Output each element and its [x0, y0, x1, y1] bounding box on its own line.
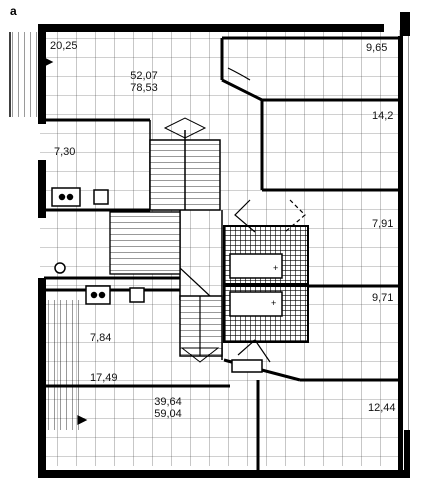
grid-floor [40, 30, 402, 466]
bathroom-lower: + [223, 285, 309, 343]
svg-text:+: + [271, 298, 276, 308]
room-total-area: 78,53 [130, 82, 158, 94]
room-area-label: 9,65 [366, 42, 388, 54]
room-area-label: 39,64 59,04 [138, 396, 198, 420]
balcony-top-left [9, 32, 40, 117]
kitchen-upper-fixtures [51, 187, 109, 274]
room-area-label: 17,49 [90, 372, 118, 384]
kitchen-lower-fixtures [85, 285, 145, 305]
staircase-upper [149, 117, 221, 211]
room-living-area: 39,64 [154, 396, 182, 408]
bathroom-upper: + [223, 225, 309, 285]
door-swings [43, 57, 306, 425]
room-area-label: 7,91 [372, 218, 394, 230]
room-area-label: 12,44 [368, 402, 396, 414]
room-area-label: 7,84 [90, 332, 112, 344]
room-total-area: 59,04 [154, 408, 182, 420]
room-area-label: 14,2 [372, 110, 394, 122]
room-area-label: 9,71 [372, 292, 394, 304]
balcony-bottom-left [44, 300, 80, 430]
balcony-right-strip [402, 34, 412, 434]
landing-diagonal [109, 211, 211, 297]
room-area-label: 52,07 78,53 [114, 70, 174, 94]
room-living-area: 52,07 [130, 70, 158, 82]
figure-letter: a [10, 4, 17, 18]
outer-walls [38, 12, 410, 478]
svg-text:+: + [273, 263, 278, 273]
room-area-label: 20,25 [50, 40, 78, 52]
staircase-lower [179, 295, 223, 363]
room-area-label: 7,30 [54, 146, 76, 158]
stair-window [231, 359, 263, 373]
